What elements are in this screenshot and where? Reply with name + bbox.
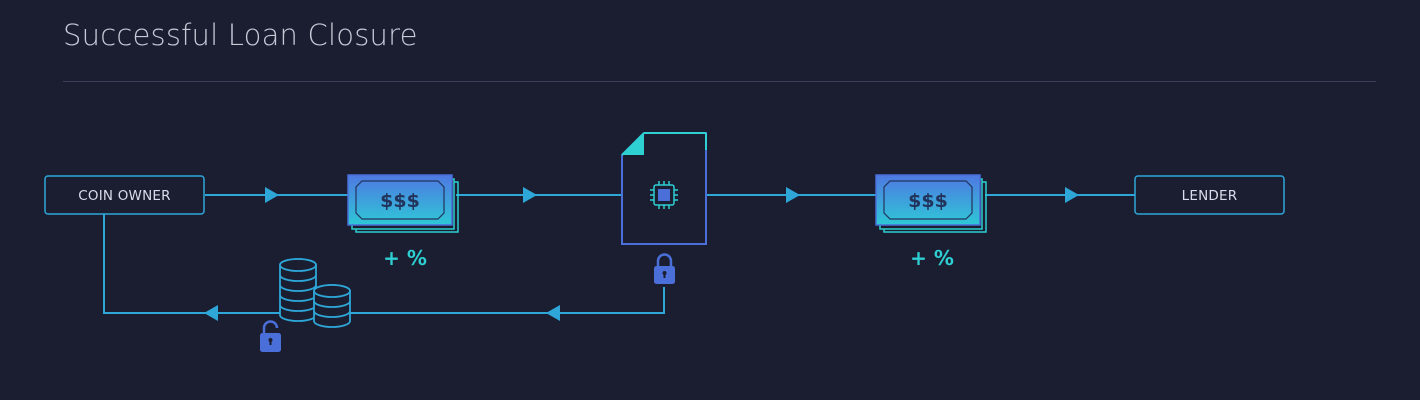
arrow-right [1065,187,1079,203]
page-title: Successful Loan Closure [63,18,418,52]
coin-owner-label: COIN OWNER [78,188,170,204]
arrow-right [523,187,537,203]
chip-icon [650,181,678,209]
return-flow-line [103,214,665,314]
bill-label: $$$ [380,190,420,212]
flow-arrows [265,187,1079,203]
arrow-left [546,305,560,321]
money-bill-icon: $$$ [875,174,987,233]
bill-label: $$$ [908,190,948,212]
title-divider [63,81,1376,82]
arrow-right [265,187,279,203]
unlock-icon [260,320,281,352]
arrow-right [786,187,800,203]
smart-contract-document-icon [621,132,707,245]
lock-icon [654,253,675,284]
coin-owner-node[interactable]: COIN OWNER [44,175,205,215]
lender-label: LENDER [1182,188,1238,204]
interest-label: + % [383,246,427,270]
interest-label: + % [910,246,954,270]
return-arrows [204,305,560,321]
lender-node[interactable]: LENDER [1134,175,1285,215]
money-bill-icon: $$$ [347,174,459,233]
arrow-left [204,305,218,321]
coin-stack-icon [279,258,351,328]
